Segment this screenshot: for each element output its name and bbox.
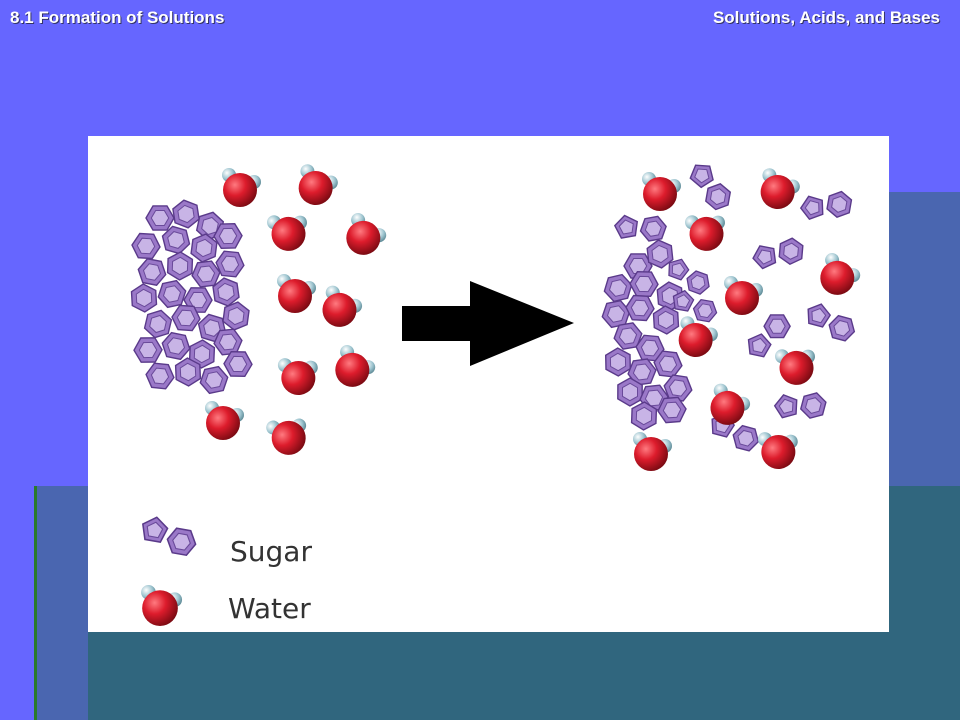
sugar-molecule-icon — [630, 401, 658, 431]
water-molecule-icon — [633, 432, 672, 471]
legend-water-label: Water — [228, 592, 311, 625]
water-molecule-icon — [141, 585, 183, 626]
sugar-molecule-icon — [689, 164, 732, 211]
diagram-panel: Sugar Water — [88, 136, 889, 632]
water-molecule-icon — [266, 418, 307, 455]
water-group-before — [205, 164, 387, 455]
sugar-molecule-icon — [191, 260, 221, 288]
section-title: 8.1 Formation of Solutions — [10, 8, 225, 27]
legend — [141, 516, 197, 626]
water-group-after — [633, 168, 861, 471]
sugar-molecule-icon — [161, 331, 191, 361]
sugar-molecule-icon — [145, 205, 175, 231]
water-molecule-icon — [724, 276, 763, 315]
sugar-molecule-icon — [603, 273, 633, 303]
water-molecule-icon — [267, 215, 307, 251]
sugar-molecule-icon — [652, 305, 680, 335]
decor-line — [34, 486, 37, 720]
sugar-molecule-icon — [137, 258, 167, 286]
sugar-molecule-icon — [799, 190, 853, 221]
sugar-molecule-icon — [657, 396, 687, 424]
water-molecule-icon — [205, 401, 244, 440]
water-molecule-icon — [775, 349, 815, 385]
water-molecule-icon — [277, 358, 318, 395]
sugar-molecule-icon — [646, 239, 674, 269]
sugar-molecule-icon — [131, 232, 161, 260]
sugar-crystal-group — [130, 199, 253, 395]
dissolving-diagram: Sugar Water — [130, 164, 861, 626]
sugar-molecule-icon — [604, 347, 632, 377]
sugar-molecule-icon — [625, 294, 655, 322]
sugar-molecule-icon — [613, 322, 643, 350]
water-molecule-icon — [685, 215, 725, 251]
chapter-title: Solutions, Acids, and Bases — [712, 8, 940, 27]
sugar-molecule-icon — [629, 270, 659, 298]
sugar-molecule-icon — [635, 334, 665, 362]
sugar-molecule-icon — [172, 199, 200, 229]
sugar-molecule-icon — [222, 301, 250, 331]
sugar-molecule-icon — [672, 289, 718, 323]
water-molecule-icon — [710, 383, 751, 425]
water-molecule-icon — [298, 164, 338, 205]
sugar-molecule-icon — [613, 214, 667, 242]
sugar-molecule-icon — [143, 309, 173, 339]
water-molecule-icon — [757, 432, 798, 469]
water-molecule-icon — [222, 168, 261, 207]
sugar-molecule-icon — [142, 516, 197, 557]
sugar-molecule-icon — [653, 350, 683, 378]
sugar-molecule-icon — [130, 283, 158, 313]
sugar-molecule-icon — [213, 222, 243, 250]
sugar-molecule-icon — [145, 362, 175, 390]
sugar-molecule-icon — [627, 358, 657, 386]
sugar-molecule-icon — [668, 258, 710, 295]
sugar-molecule-icon — [663, 374, 693, 402]
water-molecule-icon — [346, 213, 387, 255]
water-molecule-icon — [277, 274, 316, 313]
water-molecule-icon — [760, 168, 800, 209]
sugar-molecule-icon — [133, 337, 163, 363]
water-molecule-icon — [642, 172, 681, 211]
sugar-molecule-icon — [161, 225, 191, 255]
sugar-molecule-icon — [171, 304, 201, 332]
sugar-molecule-icon — [174, 357, 202, 387]
sugar-molecule-icon — [807, 303, 856, 342]
decor-band-right — [888, 192, 960, 486]
sugar-molecule-icon — [601, 299, 631, 329]
sugar-molecule-icon — [773, 392, 827, 419]
sugar-molecule-icon — [157, 279, 187, 309]
sugar-molecule-icon — [166, 251, 194, 281]
sugar-molecule-icon — [752, 237, 804, 270]
sugar-molecule-icon — [617, 377, 643, 407]
water-molecule-icon — [678, 316, 718, 357]
sugar-molecule-icon — [212, 277, 240, 307]
right-arrow-icon — [402, 281, 574, 366]
sugar-molecule-icon — [188, 339, 216, 369]
sugar-molecule-icon — [215, 250, 245, 278]
water-molecule-icon — [322, 285, 363, 327]
legend-sugar-label: Sugar — [230, 535, 312, 568]
water-molecule-icon — [820, 253, 861, 295]
sugar-molecule-icon — [747, 314, 791, 358]
decor-band-left — [36, 486, 88, 720]
sugar-molecule-icon — [199, 365, 229, 395]
sugar-molecule-icon — [223, 350, 253, 378]
sugar-molecule-icon — [213, 328, 243, 356]
water-molecule-icon — [335, 345, 376, 387]
